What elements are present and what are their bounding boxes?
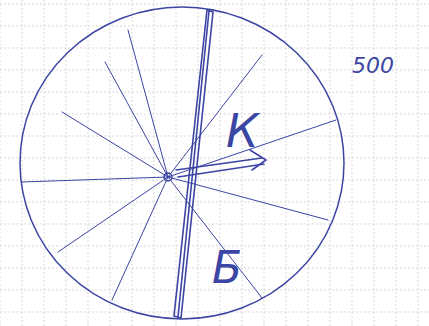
grid-line xyxy=(0,26,429,27)
grid-line xyxy=(418,0,419,326)
rod xyxy=(174,10,213,318)
grid-line xyxy=(0,202,429,203)
grid-line xyxy=(0,92,429,93)
grid-line xyxy=(0,158,429,159)
grid-line xyxy=(154,0,155,326)
grid-line xyxy=(132,0,133,326)
arrow-shaft xyxy=(176,158,264,177)
grid-line xyxy=(0,312,429,313)
grid-line xyxy=(0,48,429,49)
grid-line xyxy=(44,0,45,326)
grid-line xyxy=(308,0,309,326)
grid-line xyxy=(176,0,177,326)
circle-outline xyxy=(20,7,344,319)
grid-line xyxy=(22,0,23,326)
part-letter: Б xyxy=(212,246,242,290)
grid-line xyxy=(396,0,397,326)
radial-lines xyxy=(22,30,336,300)
grid-line xyxy=(88,0,89,326)
center-dot xyxy=(164,173,172,181)
grid-line xyxy=(286,0,287,326)
grid-line xyxy=(0,4,429,5)
grid-line xyxy=(0,0,1,326)
part-letter: К xyxy=(226,108,259,154)
grid-line xyxy=(110,0,111,326)
grid-line xyxy=(330,0,331,326)
grid-line xyxy=(264,0,265,326)
pen-drawing xyxy=(20,7,344,319)
grid-line xyxy=(0,224,429,225)
grid-line xyxy=(374,0,375,326)
dimension-number: 500 xyxy=(352,55,394,77)
grid-line xyxy=(66,0,67,326)
grid-line xyxy=(352,0,353,326)
grid-line xyxy=(0,136,429,137)
